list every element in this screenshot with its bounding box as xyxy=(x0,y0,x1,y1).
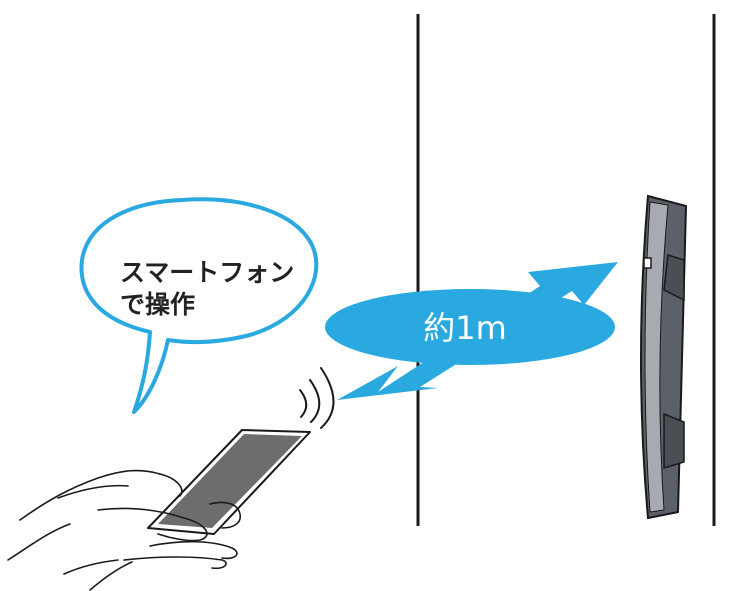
smartphone-icon xyxy=(147,429,311,535)
hand-icon xyxy=(7,469,242,591)
signal-waves-icon xyxy=(299,367,335,429)
speech-bubble xyxy=(79,197,319,414)
distance-ellipse xyxy=(325,289,615,365)
door-handle-icon xyxy=(640,194,688,520)
speech-bubble-line-2: で操作 xyxy=(120,290,196,319)
distance-label: 約1m xyxy=(423,309,507,347)
speech-bubble-line-1: スマートフォン xyxy=(120,258,295,287)
